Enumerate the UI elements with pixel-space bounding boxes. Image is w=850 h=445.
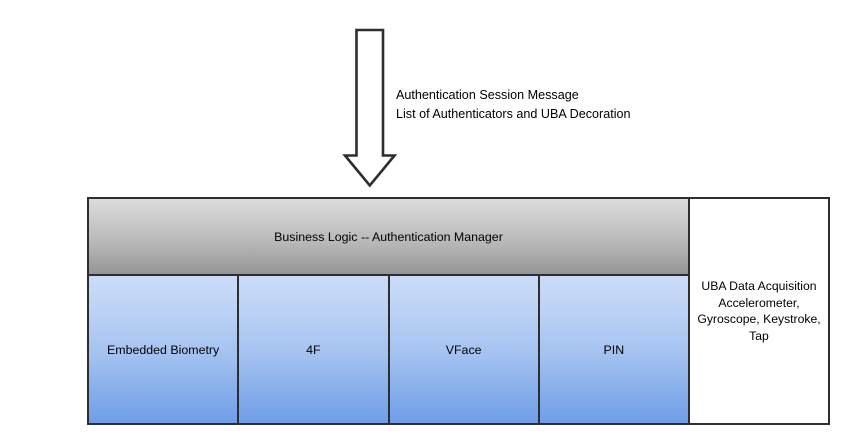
authenticator-pin: PIN	[539, 276, 688, 423]
business-logic-label: Business Logic -- Authentication Manager	[274, 229, 503, 244]
authenticator-label: Embedded Biometry	[106, 342, 220, 357]
flow-arrow	[340, 24, 404, 192]
uba-panel-line-2: Accelerometer,	[718, 295, 800, 310]
client-stack-column: Business Logic -- Authentication Manager…	[89, 199, 690, 423]
authenticator-embedded-biometry: Embedded Biometry	[89, 276, 240, 423]
uba-panel-text: UBA Data Acquisition Accelerometer, Gyro…	[697, 278, 820, 344]
uba-panel-line-1: UBA Data Acquisition	[701, 279, 817, 293]
down-arrow-icon	[342, 28, 398, 188]
uba-panel-line-4: Tap	[749, 328, 769, 343]
uba-data-acquisition-panel: UBA Data Acquisition Accelerometer, Gyro…	[690, 199, 828, 423]
arrow-annotation-line-2: List of Authenticators and UBA Decoratio…	[396, 107, 631, 121]
business-logic-bar: Business Logic -- Authentication Manager	[89, 199, 688, 276]
authenticator-label: PIN	[603, 342, 625, 357]
arrow-annotation-line-1: Authentication Session Message	[396, 88, 579, 102]
arrow-annotation: Authentication Session Message List of A…	[396, 86, 696, 124]
uba-panel-line-3: Gyroscope, Keystroke,	[697, 312, 821, 326]
authenticator-label: VFace	[445, 342, 482, 357]
authenticator-vface: VFace	[389, 276, 540, 423]
system-frame: Business Logic -- Authentication Manager…	[87, 197, 830, 425]
authenticator-4f: 4F	[239, 276, 390, 423]
authenticator-row: Embedded Biometry 4F VFace PIN	[89, 276, 688, 423]
authenticator-label: 4F	[306, 342, 321, 357]
